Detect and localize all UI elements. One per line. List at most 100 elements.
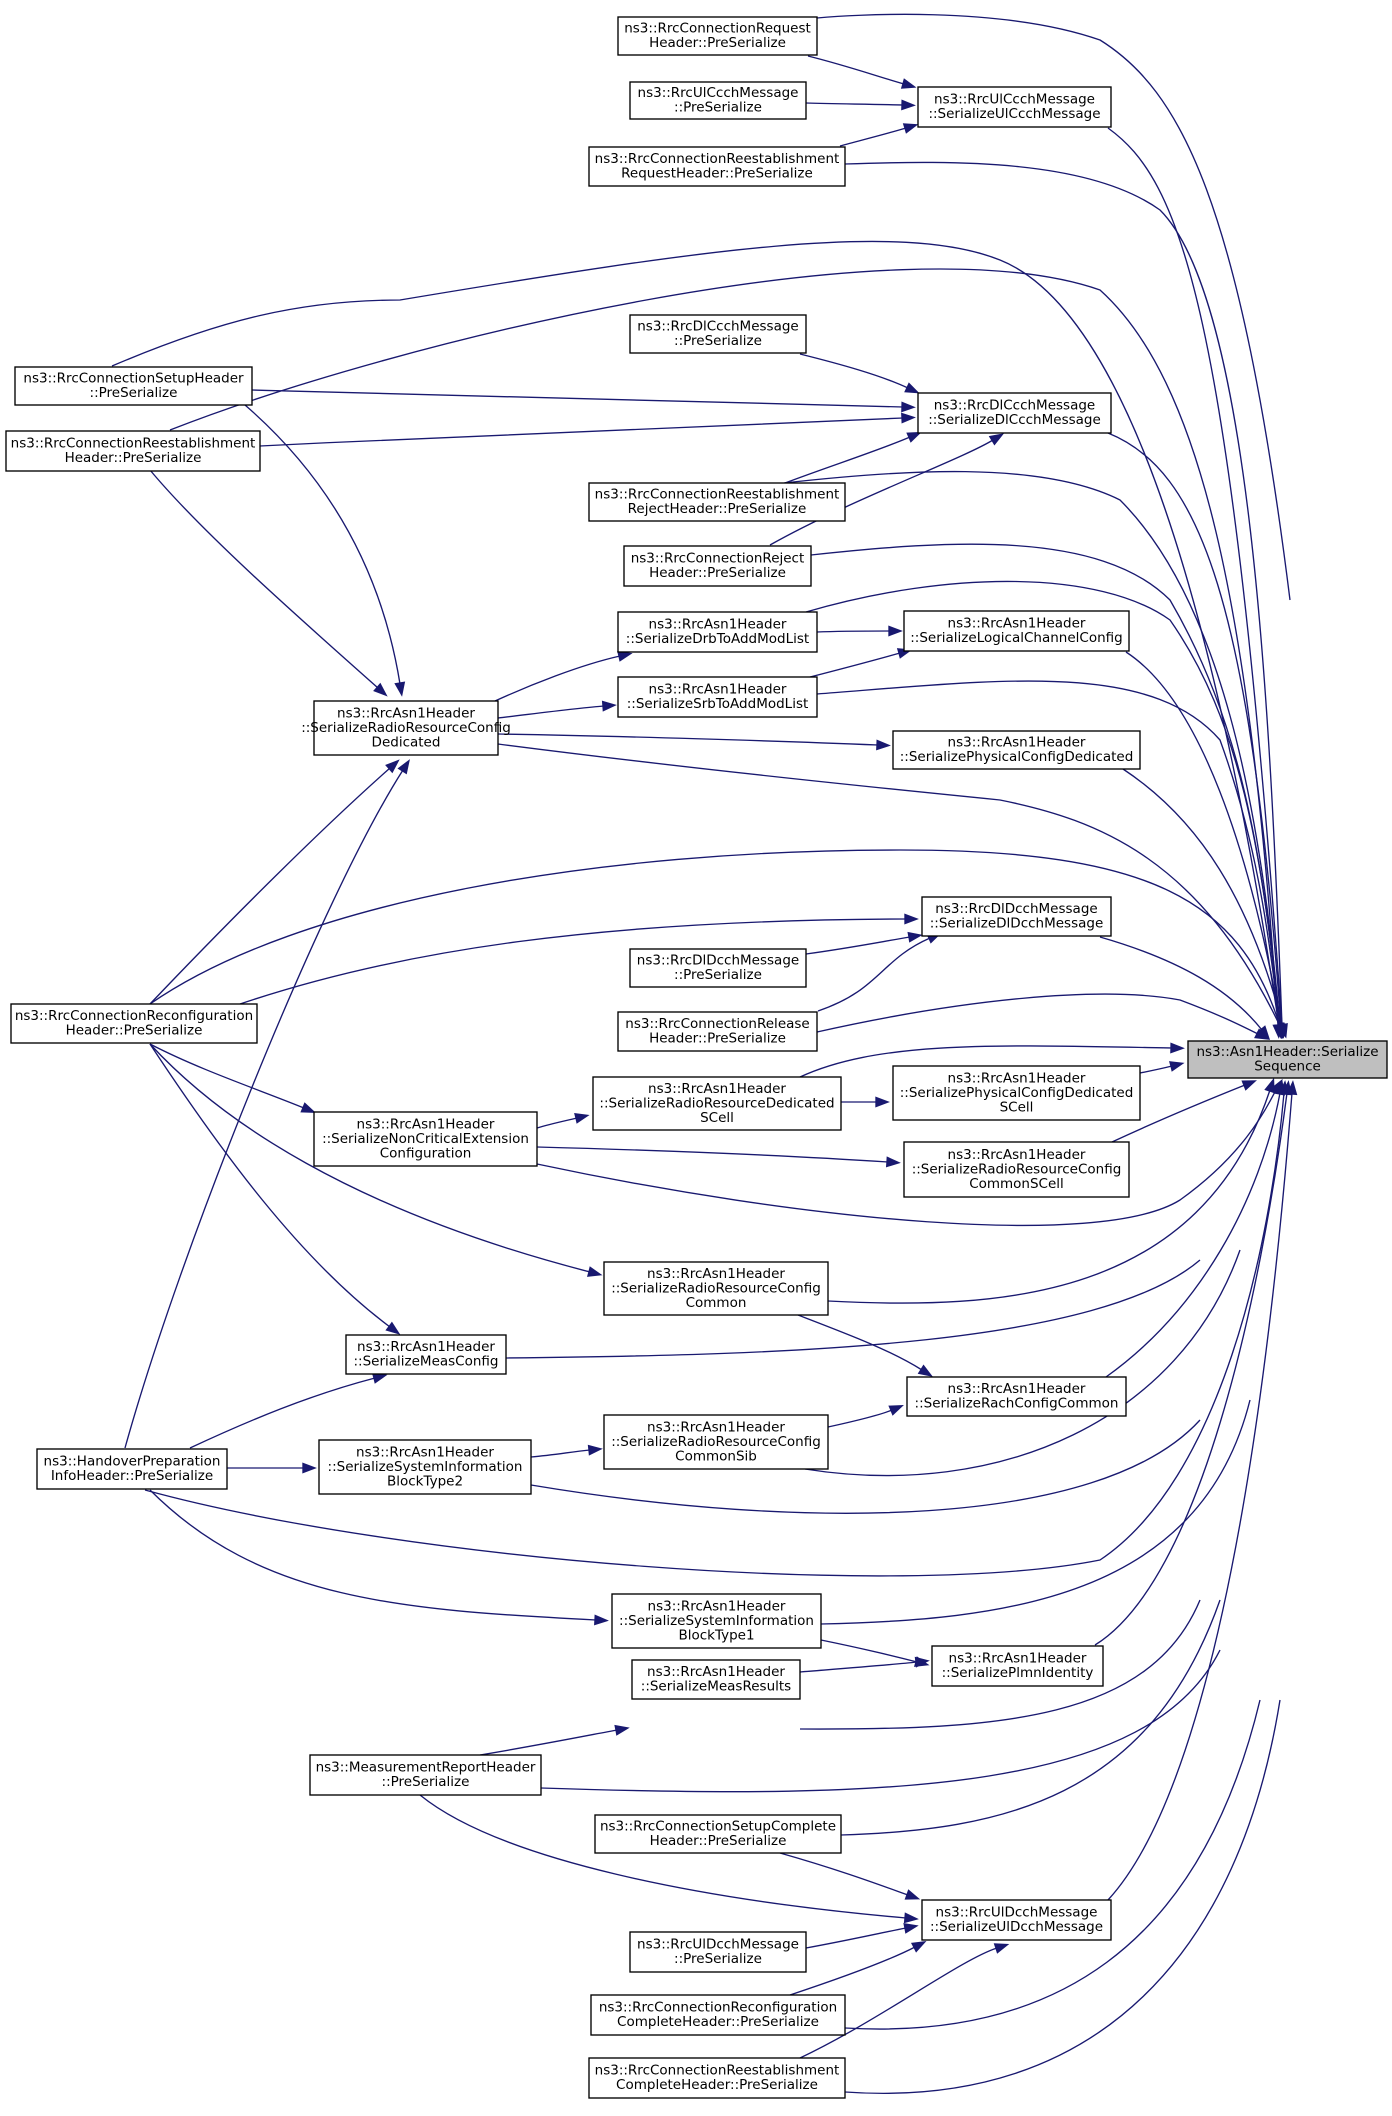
- edge-RrcConnectionReestablishmentComplete_PreSerialize-to-RrcUlDcchMessage_SerializeUlDcchMessage: [799, 1943, 1010, 2059]
- edge-line: [805, 1927, 907, 1949]
- node-RrcConnectionReject_PreSerialize[interactable]: ns3::RrcConnectionRejectHeader::PreSeria…: [623, 545, 812, 587]
- node-SerializeDrbToAddModList[interactable]: ns3::RrcAsn1Header::SerializeDrbToAddMod…: [617, 611, 818, 653]
- edge-SerializeMeasResults-to-SerializeSequence: [799, 1599, 1201, 1730]
- node-label-line: Header::PreSerialize: [650, 1833, 787, 1849]
- edge-line: [799, 1599, 1201, 1730]
- edge-RrcDlCcchMessage_PreSerialize-to-RrcDlCcchMessage_SerializeDlCcchMessage: [799, 353, 920, 394]
- node-RrcDlDcchMessage_SerializeDlDcchMessage[interactable]: ns3::RrcDlDcchMessage::SerializeDlDcchMe…: [921, 896, 1112, 937]
- edge-line: [239, 918, 907, 1005]
- node-RrcUlDcchMessage_PreSerialize[interactable]: ns3::RrcUlDcchMessage::PreSerialize: [629, 1931, 807, 1973]
- node-RrcConnectionReestablishmentReject_PreSerialize[interactable]: ns3::RrcConnectionReestablishmentRejectH…: [588, 482, 846, 522]
- node-SerializeSystemInformationBlockType2[interactable]: ns3::RrcAsn1Header::SerializeSystemInfor…: [318, 1439, 532, 1495]
- node-label-line: ::SerializeLogicalChannelConfig: [910, 630, 1123, 646]
- node-SerializePhysicalConfigDedicatedSCell[interactable]: ns3::RrcAsn1Header::SerializePhysicalCon…: [892, 1065, 1141, 1121]
- node-RrcDlDcchMessage_PreSerialize[interactable]: ns3::RrcDlDcchMessage::PreSerialize: [629, 948, 807, 988]
- node-RrcConnectionRelease_PreSerialize[interactable]: ns3::RrcConnectionReleaseHeader::PreSeri…: [617, 1011, 818, 1052]
- node-box: [345, 1334, 507, 1375]
- node-label-line: ns3::RrcAsn1Header: [357, 1116, 495, 1132]
- node-box: [36, 1448, 228, 1490]
- node-SerializeRadioResourceConfigCommon[interactable]: ns3::RrcAsn1Header::SerializeRadioResour…: [603, 1261, 829, 1316]
- node-RrcUlDcchMessage_SerializeUlDcchMessage[interactable]: ns3::RrcUlDcchMessage::SerializeUlDcchMe…: [921, 1899, 1112, 1941]
- edge-line: [149, 1043, 305, 1109]
- node-label-line: ns3::RrcAsn1Header: [647, 1419, 785, 1435]
- node-label-line: ns3::RrcAsn1Header: [356, 1444, 494, 1460]
- node-MeasurementReport_PreSerialize[interactable]: ns3::MeasurementReportHeader::PreSeriali…: [309, 1754, 542, 1796]
- node-RrcConnectionSetup_PreSerialize[interactable]: ns3::RrcConnectionSetupHeader::PreSerial…: [14, 366, 253, 406]
- edge-line: [805, 936, 911, 955]
- node-label-line: BlockType2: [387, 1473, 463, 1489]
- node-label-line: ::SerializeDlCcchMessage: [928, 412, 1101, 428]
- node-RrcConnectionReestablishmentRequest_PreSerialize[interactable]: ns3::RrcConnectionReestablishmentRequest…: [588, 146, 846, 187]
- edge-HandoverPreparationInfo_PreSerialize-to-SerializeSystemInformationBlockType2: [227, 1462, 317, 1474]
- node-box: [617, 676, 818, 718]
- node-SerializeRachConfigCommon[interactable]: ns3::RrcAsn1Header::SerializeRachConfigC…: [906, 1376, 1127, 1417]
- node-RrcConnectionReconfigurationComplete_PreSerialize[interactable]: ns3::RrcConnectionReconfigurationComplet…: [590, 1994, 846, 2036]
- node-RrcUlCcchMessage_PreSerialize[interactable]: ns3::RrcUlCcchMessage::PreSerialize: [629, 81, 807, 120]
- edge-line: [479, 1729, 618, 1756]
- node-label-line: ns3::RrcDlCcchMessage: [934, 398, 1095, 414]
- edge-line: [1107, 1092, 1293, 1901]
- node-box: [617, 1011, 818, 1052]
- node-label-line: ::PreSerialize: [674, 100, 762, 116]
- node-RrcConnectionReconfiguration_PreSerialize[interactable]: ns3::RrcConnectionReconfigurationHeader:…: [10, 1003, 258, 1044]
- edge-arrowhead: [371, 1373, 388, 1384]
- node-RrcConnectionSetupComplete_PreSerialize[interactable]: ns3::RrcConnectionSetupCompleteHeader::P…: [594, 1814, 842, 1854]
- edge-line: [530, 1419, 1201, 1514]
- node-SerializeRadioResourceConfigCommonSib[interactable]: ns3::RrcAsn1Header::SerializeRadioResour…: [603, 1414, 829, 1470]
- node-SerializeRadioResourceConfigCommonSCell[interactable]: ns3::RrcAsn1Header::SerializeRadioResour…: [903, 1141, 1130, 1198]
- node-RrcUlCcchMessage_SerializeUlCcchMessage[interactable]: ns3::RrcUlCcchMessage::SerializeUlCcchMe…: [917, 86, 1112, 128]
- edge-line: [149, 849, 1281, 1027]
- edge-SerializeRadioResourceDedicatedSCell-to-SerializeSequence: [799, 1042, 1185, 1078]
- edge-SerializeRadioResourceConfigDedicated-to-SerializePhysicalConfigDedicated: [497, 733, 891, 751]
- edge-RrcConnectionReconfiguration_PreSerialize-to-SerializeNonCriticalExtensionConfiguration: [149, 1043, 316, 1113]
- node-RrcDlCcchMessage_PreSerialize[interactable]: ns3::RrcDlCcchMessage::PreSerialize: [629, 314, 807, 354]
- node-RrcDlCcchMessage_SerializeDlCcchMessage[interactable]: ns3::RrcDlCcchMessage::SerializeDlCcchMe…: [917, 392, 1112, 434]
- node-box: [594, 1814, 842, 1854]
- node-SerializeRadioResourceDedicatedSCell[interactable]: ns3::RrcAsn1Header::SerializeRadioResour…: [592, 1076, 842, 1131]
- edge-arrowhead: [900, 78, 917, 89]
- node-RrcConnectionRequest_PreSerialize[interactable]: ns3::RrcConnectionRequestHeader::PreSeri…: [617, 16, 818, 56]
- edge-arrowhead: [1264, 1077, 1275, 1094]
- node-SerializeMeasConfig[interactable]: ns3::RrcAsn1Header::SerializeMeasConfig: [345, 1334, 507, 1375]
- edge-line: [536, 1117, 578, 1129]
- edge-RrcConnectionSetupComplete_PreSerialize-to-SerializeSequence: [840, 1599, 1221, 1836]
- edge-line: [1107, 127, 1283, 1027]
- node-SerializePhysicalConfigDedicated[interactable]: ns3::RrcAsn1Header::SerializePhysicalCon…: [892, 730, 1141, 770]
- node-SerializePlmnIdentity[interactable]: ns3::RrcAsn1Header::SerializePlmnIdentit…: [931, 1645, 1104, 1687]
- edge-RrcConnectionRequest_PreSerialize-to-SerializeSequence: [816, 13, 1291, 601]
- node-SerializeNonCriticalExtensionConfiguration[interactable]: ns3::RrcAsn1Header::SerializeNonCritical…: [313, 1111, 538, 1167]
- edge-line: [844, 161, 1283, 1027]
- node-box: [617, 16, 818, 56]
- edge-arrowhead: [1170, 1042, 1185, 1054]
- node-label-line: ns3::RrcAsn1Header: [648, 1081, 786, 1097]
- edge-line: [497, 705, 605, 719]
- edge-HandoverPreparationInfo_PreSerialize-to-SerializeSystemInformationBlockType1: [149, 1489, 609, 1626]
- node-label-line: ::PreSerialize: [90, 385, 178, 401]
- edge-line: [505, 1259, 1201, 1359]
- node-label-line: ns3::RrcAsn1Header: [948, 1381, 1086, 1397]
- node-label-line: ns3::HandoverPreparation: [44, 1454, 221, 1470]
- node-SerializeMeasResults[interactable]: ns3::RrcAsn1Header::SerializeMeasResults: [631, 1659, 801, 1700]
- edge-line: [789, 1946, 916, 1996]
- node-SerializeRadioResourceConfigDedicated[interactable]: ns3::RrcAsn1Header::SerializeRadioResour…: [301, 700, 511, 756]
- edge-RrcConnectionReconfiguration_PreSerialize-to-SerializeRadioResourceConfigCommon: [149, 1043, 603, 1277]
- node-label-line: InfoHeader::PreSerialize: [51, 1468, 213, 1484]
- node-RrcConnectionReestablishmentComplete_PreSerialize[interactable]: ns3::RrcConnectionReestablishmentComplet…: [588, 2057, 846, 2099]
- edge-arrowhead: [917, 1364, 933, 1377]
- node-HandoverPreparationInfo_PreSerialize[interactable]: ns3::HandoverPreparationInfoHeader::PreS…: [36, 1448, 228, 1490]
- edge-RrcUlDcchMessage_SerializeUlDcchMessage-to-SerializeSequence: [1107, 1080, 1298, 1901]
- edge-line: [536, 1089, 1277, 1227]
- edge-line: [820, 1639, 918, 1663]
- node-label-line: ns3::RrcUlCcchMessage: [638, 85, 799, 101]
- node-label-line: ::SerializeSystemInformation: [328, 1459, 523, 1475]
- node-SerializeSrbToAddModList[interactable]: ns3::RrcAsn1Header::SerializeSrbToAddMod…: [617, 676, 818, 718]
- edge-HandoverPreparationInfo_PreSerialize-to-SerializeRadioResourceConfigDedicated: [124, 759, 410, 1449]
- node-RrcConnectionReestablishment_PreSerialize[interactable]: ns3::RrcConnectionReestablishmentHeader:…: [5, 430, 261, 472]
- node-SerializeSystemInformationBlockType1[interactable]: ns3::RrcAsn1Header::SerializeSystemInfor…: [611, 1593, 822, 1649]
- node-label-line: CommonSCell: [969, 1176, 1064, 1192]
- node-box: [590, 1994, 846, 2036]
- node-label-line: ns3::RrcAsn1Header: [948, 1070, 1086, 1086]
- node-SerializeLogicalChannelConfig[interactable]: ns3::RrcAsn1Header::SerializeLogicalChan…: [903, 610, 1130, 652]
- node-box: [629, 81, 807, 120]
